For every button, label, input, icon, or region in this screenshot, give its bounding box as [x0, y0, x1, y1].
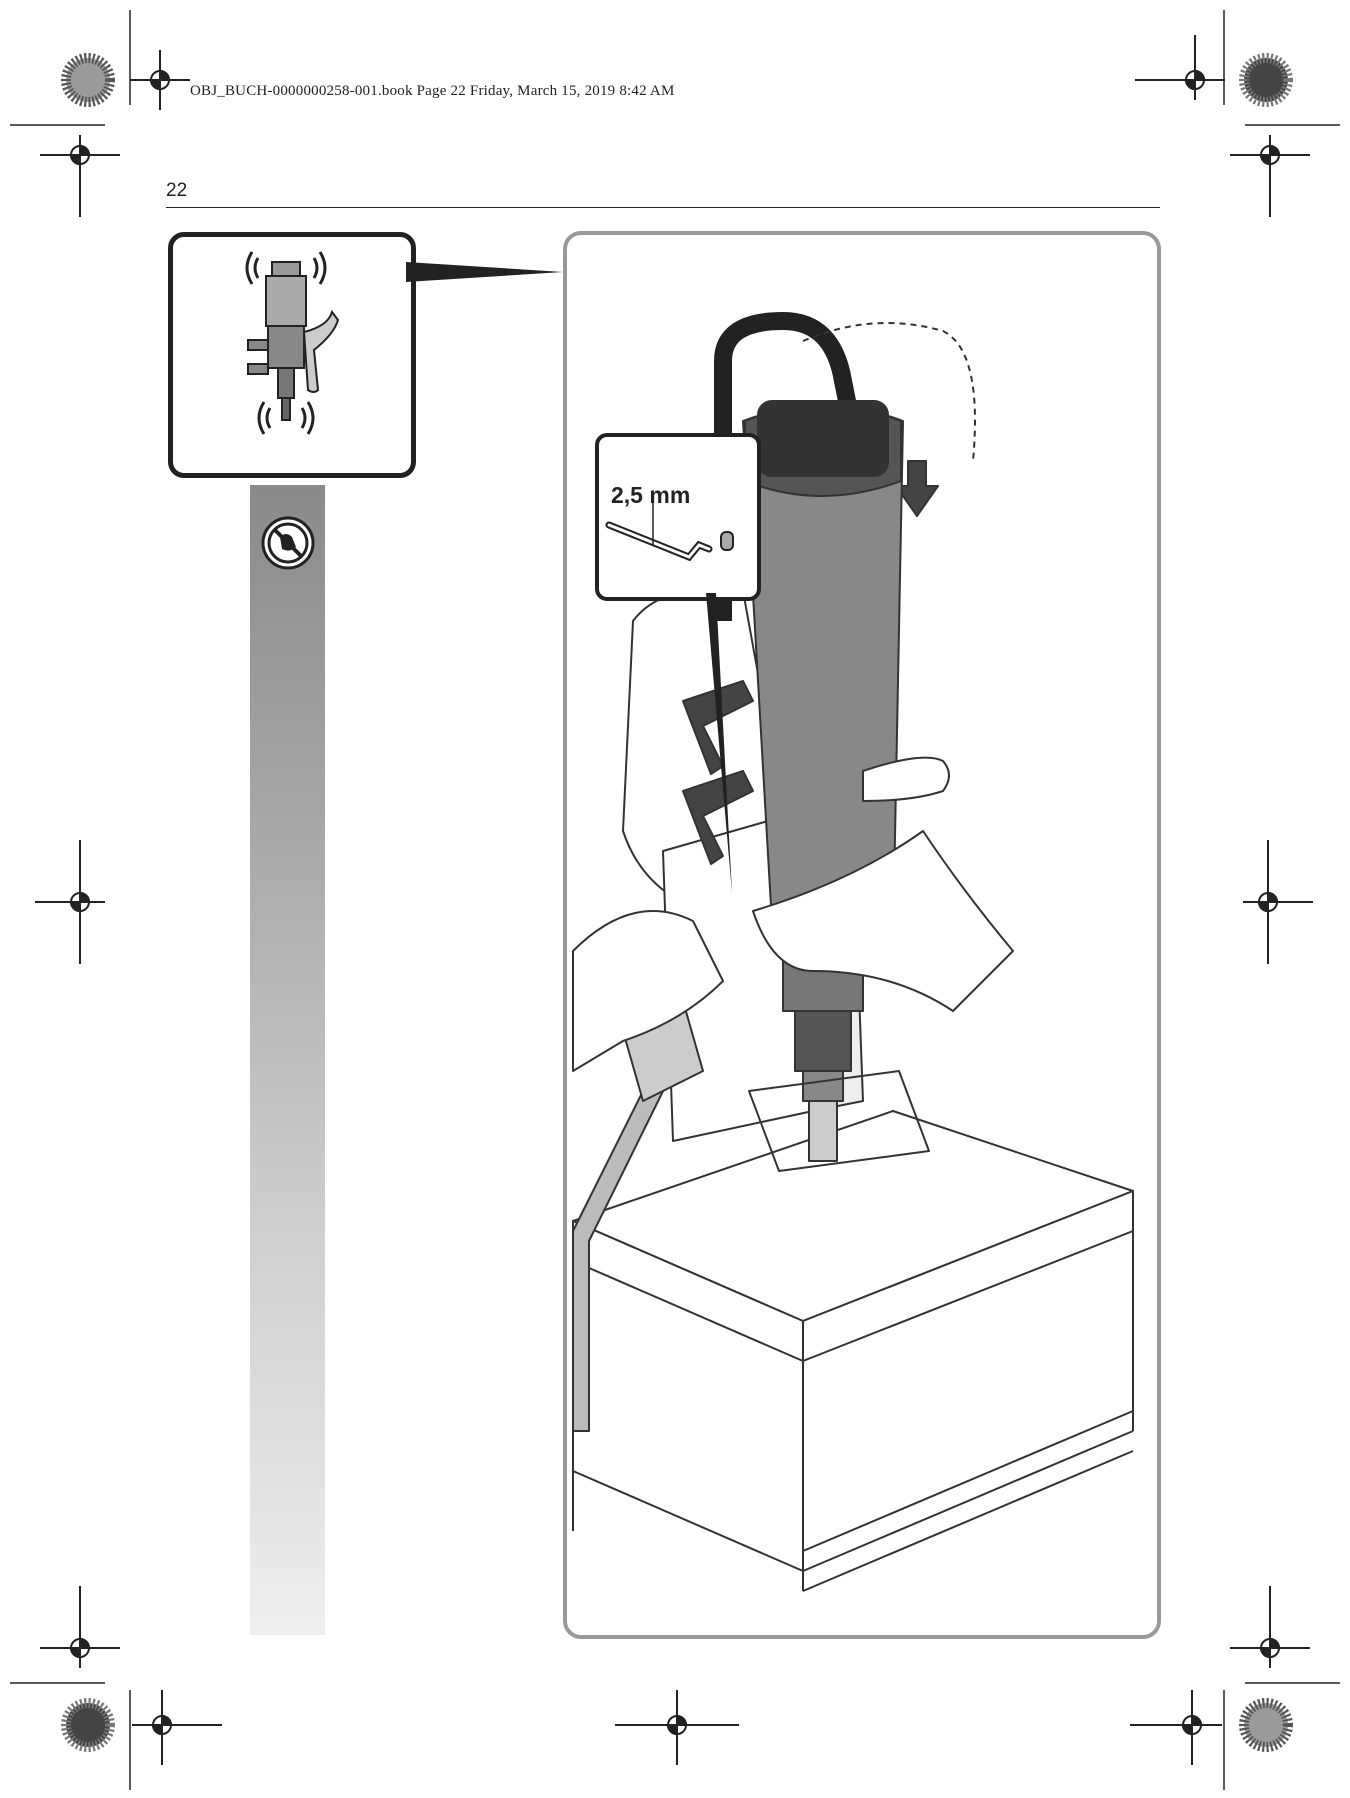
vibrating-arbor-illustration [245, 251, 340, 435]
header-rule [166, 207, 1160, 208]
hex-key-icon [605, 499, 734, 562]
file-info-header: OBJ_BUCH-0000000258-001.book Page 22 Fri… [190, 83, 675, 99]
printer-color-wheels [61, 53, 1293, 1752]
no-hand-contact-icon [261, 516, 315, 570]
section-sidebar [250, 485, 325, 1635]
hex-key-callout [595, 433, 761, 601]
hex-key-size-label: 2,5 mm [611, 482, 691, 508]
page-number: 22 [166, 180, 188, 201]
magnetic-drill-illustration [572, 312, 1134, 1592]
